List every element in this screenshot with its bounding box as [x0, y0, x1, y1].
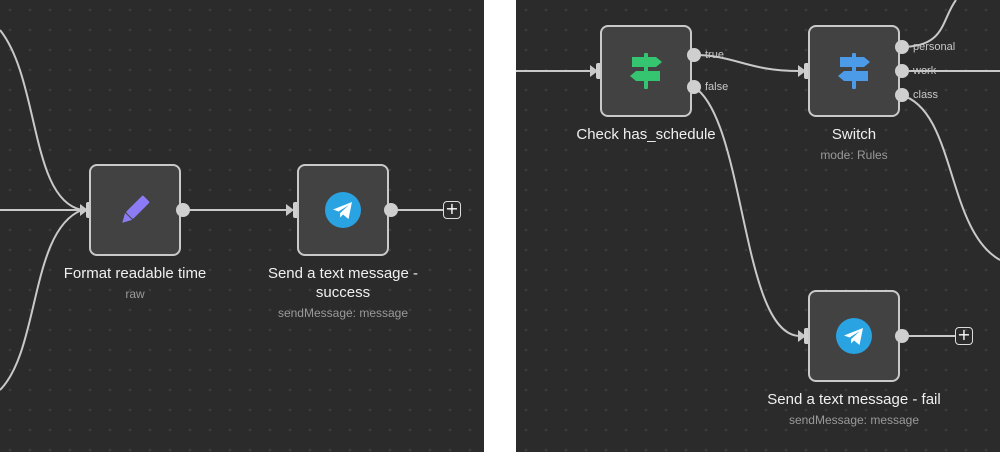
- workflow-canvas-right[interactable]: true false Check has_schedule personal w…: [516, 0, 1000, 452]
- switch-output-work-label: work: [913, 65, 937, 77]
- wire-personal-out: [900, 0, 957, 48]
- switch-output-personal-handle[interactable]: [895, 40, 909, 54]
- switch-output-personal-label: personal: [913, 41, 956, 53]
- arrow-head: [80, 204, 88, 216]
- telegram-icon: [832, 314, 876, 358]
- arrow-head: [590, 65, 598, 77]
- check-node-title: Check has_schedule: [576, 126, 716, 143]
- send-message-fail-node[interactable]: [808, 290, 900, 382]
- signpost-icon: [832, 49, 876, 93]
- send-success-title-line2: success: [315, 284, 371, 301]
- format-readable-time-node[interactable]: [89, 164, 181, 256]
- switch-node-title: Switch: [831, 126, 877, 143]
- wire-false-to-fail: [693, 86, 801, 337]
- wire-class-out: [900, 94, 1000, 261]
- check-output-true-handle[interactable]: [687, 48, 701, 62]
- check-output-false-handle[interactable]: [687, 80, 701, 94]
- send-message-success-node[interactable]: [297, 164, 389, 256]
- add-node-button[interactable]: +: [955, 327, 973, 345]
- send-success-title-line1: Send a text message -: [267, 265, 419, 282]
- send-fail-subtitle: sendMessage: message: [788, 413, 920, 427]
- check-has-schedule-node[interactable]: [600, 25, 692, 117]
- format-node-title: Format readable time: [63, 265, 207, 282]
- telegram-icon: [321, 188, 365, 232]
- wire-bottom-into-format: [0, 209, 83, 391]
- add-node-button[interactable]: +: [443, 201, 461, 219]
- arrow-head: [798, 65, 806, 77]
- format-node-output-handle[interactable]: [176, 203, 190, 217]
- switch-node-subtitle: mode: Rules: [820, 148, 888, 162]
- check-output-false-label: false: [705, 81, 729, 93]
- arrow-head: [798, 330, 806, 342]
- send-fail-title: Send a text message - fail: [767, 391, 941, 408]
- switch-output-class-handle[interactable]: [895, 88, 909, 102]
- send-fail-output-handle[interactable]: [895, 329, 909, 343]
- switch-output-work-handle[interactable]: [895, 64, 909, 78]
- switch-output-class-label: class: [913, 89, 939, 101]
- switch-node[interactable]: [808, 25, 900, 117]
- send-success-subtitle: sendMessage: message: [277, 306, 409, 320]
- wire-true-to-switch: [693, 54, 801, 72]
- connection-wires-left: [0, 29, 443, 391]
- format-node-subtitle: raw: [125, 287, 145, 301]
- wire-top-into-format: [0, 29, 83, 211]
- workflow-canvas-left[interactable]: Format readable time raw + Send a text m…: [0, 0, 484, 452]
- check-output-true-label: true: [705, 49, 724, 61]
- send-success-output-handle[interactable]: [384, 203, 398, 217]
- pencil-icon: [113, 188, 157, 232]
- arrow-head: [286, 204, 294, 216]
- signpost-icon: [624, 49, 668, 93]
- connection-wires-right: [516, 0, 1000, 342]
